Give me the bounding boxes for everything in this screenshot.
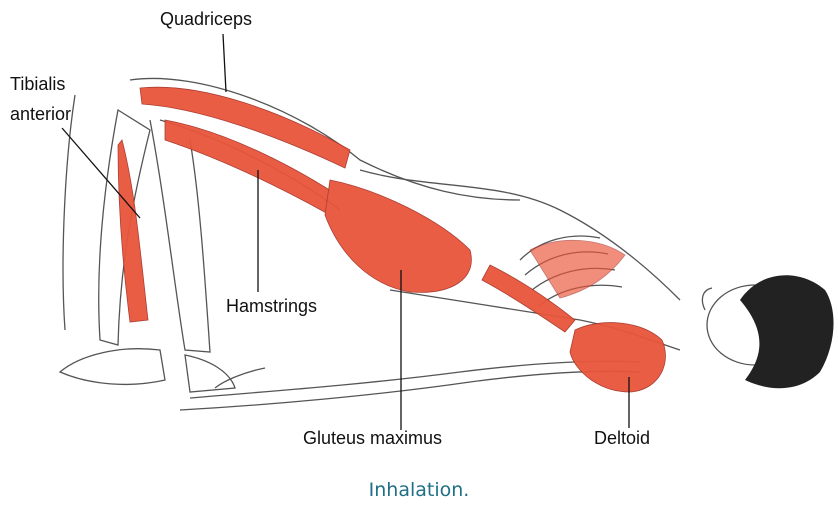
label-gluteus-maximus: Gluteus maximus [303, 428, 442, 449]
figure-caption: Inhalation. [0, 479, 838, 501]
label-quadriceps: Quadriceps [160, 9, 252, 30]
right-shin-outline [150, 120, 210, 352]
quadriceps-leader [223, 34, 226, 92]
label-deltoid: Deltoid [594, 428, 650, 449]
foot-outline [60, 349, 165, 385]
arm-outline [190, 361, 640, 398]
label-tibialis-line1: Tibialis [10, 74, 65, 95]
intercostal-muscle [530, 240, 625, 298]
tibialis-anterior-muscle [118, 140, 148, 322]
label-tibialis-line2: anterior [10, 104, 71, 125]
hair-shape [740, 275, 834, 388]
deltoid-muscle [570, 323, 665, 392]
label-hamstrings: Hamstrings [226, 296, 317, 317]
gluteus-maximus-muscle [325, 180, 471, 292]
